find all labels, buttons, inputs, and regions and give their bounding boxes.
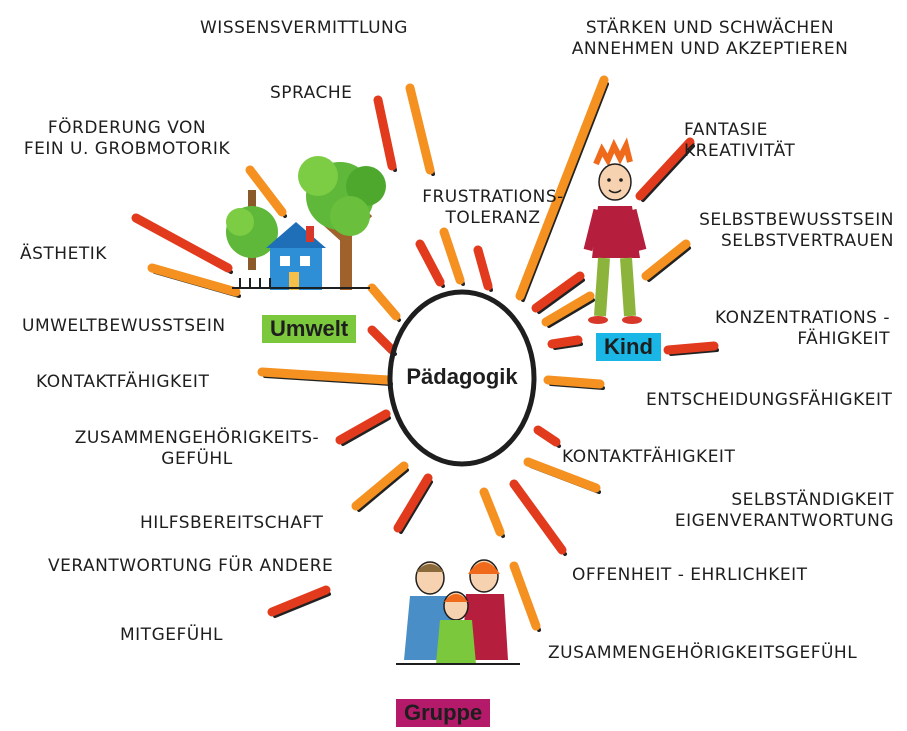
- ray-20: [635, 137, 695, 201]
- ray-25: [509, 479, 567, 555]
- ray-shadow-11: [273, 592, 331, 618]
- label-konzentrationsfaehigkeit: Konzentrations - Fähigkeit: [714, 308, 890, 349]
- ray-13: [439, 227, 465, 285]
- label-selbstaendigkeit: Selbständigkeit Eigenverantwortung: [674, 490, 894, 531]
- ray-27: [509, 561, 541, 631]
- label-sprache: Sprache: [270, 83, 353, 103]
- label-aesthetik: Ästhetik: [20, 244, 107, 264]
- ray-shadow-21: [647, 246, 691, 282]
- ray-shadow-9: [357, 468, 409, 512]
- group-label-umwelt: Umwelt: [262, 315, 357, 343]
- label-foerderung: Förderung von Fein u. Grobmotorik: [23, 118, 231, 159]
- ray-shadow-8: [341, 416, 391, 446]
- ray-22: [663, 341, 719, 355]
- label-zusammengehoerigkeit-right: Zusammengehörigkeitsgefühl: [548, 643, 858, 663]
- ray-shadow-10: [399, 480, 433, 534]
- ray-26: [479, 487, 505, 537]
- ray-9: [351, 461, 409, 511]
- ray-8: [335, 409, 391, 445]
- ray-15: [515, 75, 609, 301]
- ray-16: [531, 271, 585, 313]
- ray-1: [405, 83, 435, 175]
- label-hilfsbereitschaft: Hilfsbereitschaft: [140, 513, 324, 533]
- label-verantwortung: Verantwortung für andere: [48, 556, 334, 576]
- label-kontaktfaehigkeit-left: Kontaktfähigkeit: [36, 372, 210, 392]
- label-zusammengehoerigkeit-left: Zusammengehörigkeits- Gefühl: [74, 428, 320, 469]
- ray-4: [147, 263, 241, 297]
- label-fantasie-kreativitaet: Fantasie Kreativität: [684, 120, 796, 161]
- label-offenheit-ehrlichkeit: Offenheit - Ehrlichkeit: [572, 565, 808, 585]
- center-circle: [387, 289, 537, 467]
- ray-11: [267, 585, 331, 617]
- rays-group: [131, 75, 719, 632]
- center-topic: Pädagogik: [406, 364, 518, 389]
- ray-5: [367, 283, 401, 321]
- ray-shadow-17: [547, 298, 595, 328]
- ray-12: [415, 239, 445, 287]
- ray-21: [641, 239, 691, 281]
- ray-19: [543, 375, 605, 389]
- ray-23: [533, 425, 561, 447]
- ray-3: [131, 213, 233, 273]
- ray-24: [523, 457, 601, 493]
- family-group-icon: [396, 559, 520, 665]
- label-frustrationstoleranz: Frustrations- Toleranz: [422, 187, 564, 228]
- label-kontaktfaehigkeit-right: Kontaktfähigkeit: [562, 447, 736, 467]
- ray-18: [547, 335, 583, 349]
- house-tree-icon: [226, 156, 386, 290]
- label-entscheidungsfaehigkeit: Entscheidungsfähigkeit: [646, 390, 893, 410]
- ray-7: [257, 367, 393, 385]
- ray-10: [393, 473, 433, 533]
- ray-2: [245, 165, 287, 217]
- label-wissensvermittlung: Wissensvermittlung: [200, 18, 408, 38]
- ray-6: [367, 325, 397, 355]
- label-mitgefuehl: Mitgefühl: [120, 625, 223, 645]
- group-label-gruppe: Gruppe: [396, 699, 491, 727]
- ray-17: [541, 291, 595, 327]
- ray-shadow-20: [641, 144, 695, 202]
- ray-shadow-16: [537, 278, 585, 314]
- label-selbstbewusstsein: Selbstbewusstsein Selbstvertrauen: [699, 210, 894, 251]
- ray-0: [373, 95, 397, 171]
- ray-14: [473, 245, 493, 291]
- label-staerken-schwaechen: Stärken und Schwächen annehmen und akzep…: [571, 18, 849, 59]
- group-label-kind: Kind: [596, 333, 661, 361]
- label-umweltbewusstsein: Umweltbewusstsein: [22, 316, 226, 336]
- child-figure-icon: [583, 137, 647, 324]
